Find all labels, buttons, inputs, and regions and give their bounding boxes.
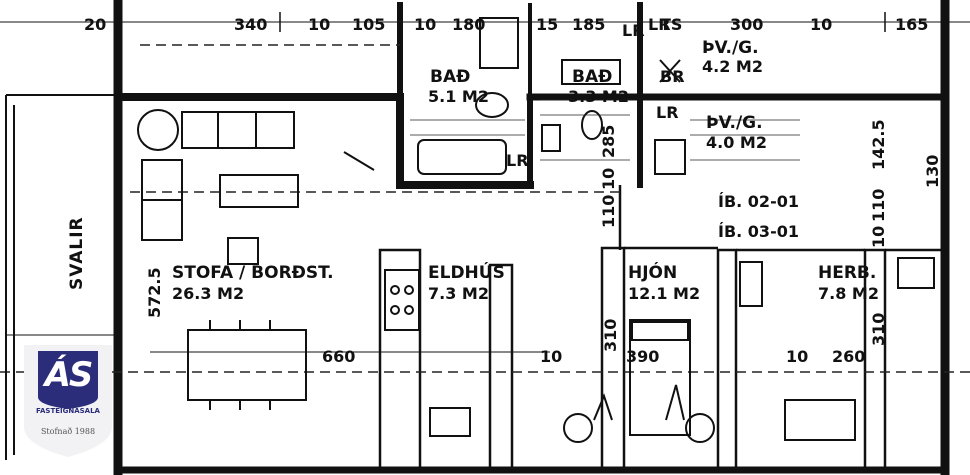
balcony-label: SVALIR <box>67 216 87 290</box>
dim-165: 165 <box>895 15 928 34</box>
mark-lr-4: LR <box>648 15 671 34</box>
bathroom-fixtures <box>417 17 686 175</box>
room-area-bad2: 3.3 M2 <box>568 87 629 106</box>
bedroom-furniture <box>563 257 935 443</box>
room-area-thv1: 4.2 M2 <box>702 57 763 76</box>
room-name-thv2: ÞV./G. <box>706 113 763 133</box>
room-name-bad1: BAÐ <box>430 67 470 87</box>
room-area-hjon: 12.1 M2 <box>628 284 700 303</box>
balcony <box>5 94 118 460</box>
mark-lr-3: LR <box>656 103 679 122</box>
dim-10a: 10 <box>308 15 330 34</box>
mark-br: BR <box>660 67 685 86</box>
dim-110b: 110 <box>869 189 888 222</box>
unit-ref-02: ÍB. 02-01 <box>718 192 799 211</box>
logo-mark: ÁS <box>44 355 94 395</box>
dim-572-5: 572.5 <box>145 267 164 318</box>
room-area-herb: 7.8 M2 <box>818 284 879 303</box>
unit-ref-03: ÍB. 03-01 <box>718 222 799 241</box>
dim-310b: 310 <box>869 313 888 346</box>
dim-285: 285 <box>599 125 618 158</box>
dim-10f: 10 <box>869 226 888 248</box>
dim-660: 660 <box>322 347 355 366</box>
room-name-eldhus: ELDHÚS <box>428 261 505 283</box>
dim-10g: 10 <box>599 168 618 190</box>
dim-390: 390 <box>626 347 659 366</box>
dashed-lines <box>0 44 970 373</box>
mark-lr-1: LR <box>506 151 529 170</box>
dim-10c: 10 <box>810 15 832 34</box>
kitchen-furniture <box>384 269 471 437</box>
room-area-thv2: 4.0 M2 <box>706 133 767 152</box>
mark-ts: TS <box>660 15 682 34</box>
room-name-thv1: ÞV./G. <box>702 38 759 58</box>
dim-185: 185 <box>572 15 605 34</box>
dim-142-5: 142.5 <box>869 119 888 170</box>
room-area-eldhus: 7.3 M2 <box>428 284 489 303</box>
mark-lr-2: LR <box>622 21 645 40</box>
room-name-bad2: BAÐ <box>572 67 612 87</box>
room-area-bad1: 5.1 M2 <box>428 87 489 106</box>
dim-130: 130 <box>923 155 942 188</box>
logo-shield-icon <box>24 345 112 457</box>
dim-10d: 10 <box>540 347 562 366</box>
dim-15: 15 <box>536 15 558 34</box>
dim-180: 180 <box>452 15 485 34</box>
dim-260: 260 <box>832 347 865 366</box>
living-furniture <box>137 109 375 410</box>
dim-20: 20 <box>84 15 106 34</box>
dim-110a: 110 <box>599 195 618 228</box>
logo-name: FASTEIGNASALA <box>36 407 100 415</box>
interior-walls <box>378 185 945 472</box>
room-area-stofa: 26.3 M2 <box>172 284 244 303</box>
tile-grid <box>410 99 800 161</box>
dim-300: 300 <box>730 15 763 34</box>
dimension-ticks <box>0 10 970 353</box>
room-name-hjon: HJÓN <box>628 261 677 283</box>
room-name-stofa: STOFA / BORÐST. <box>172 263 334 283</box>
dim-310a: 310 <box>601 319 620 352</box>
logo-tagline: Stofnað 1988 <box>40 427 96 436</box>
dim-10e: 10 <box>786 347 808 366</box>
dim-10b: 10 <box>414 15 436 34</box>
agency-logo: ÁS FASTEIGNASALA Stofnað 1988 <box>24 345 112 457</box>
room-name-herb: HERB. <box>818 263 876 283</box>
dim-105: 105 <box>352 15 385 34</box>
dim-340: 340 <box>234 15 267 34</box>
